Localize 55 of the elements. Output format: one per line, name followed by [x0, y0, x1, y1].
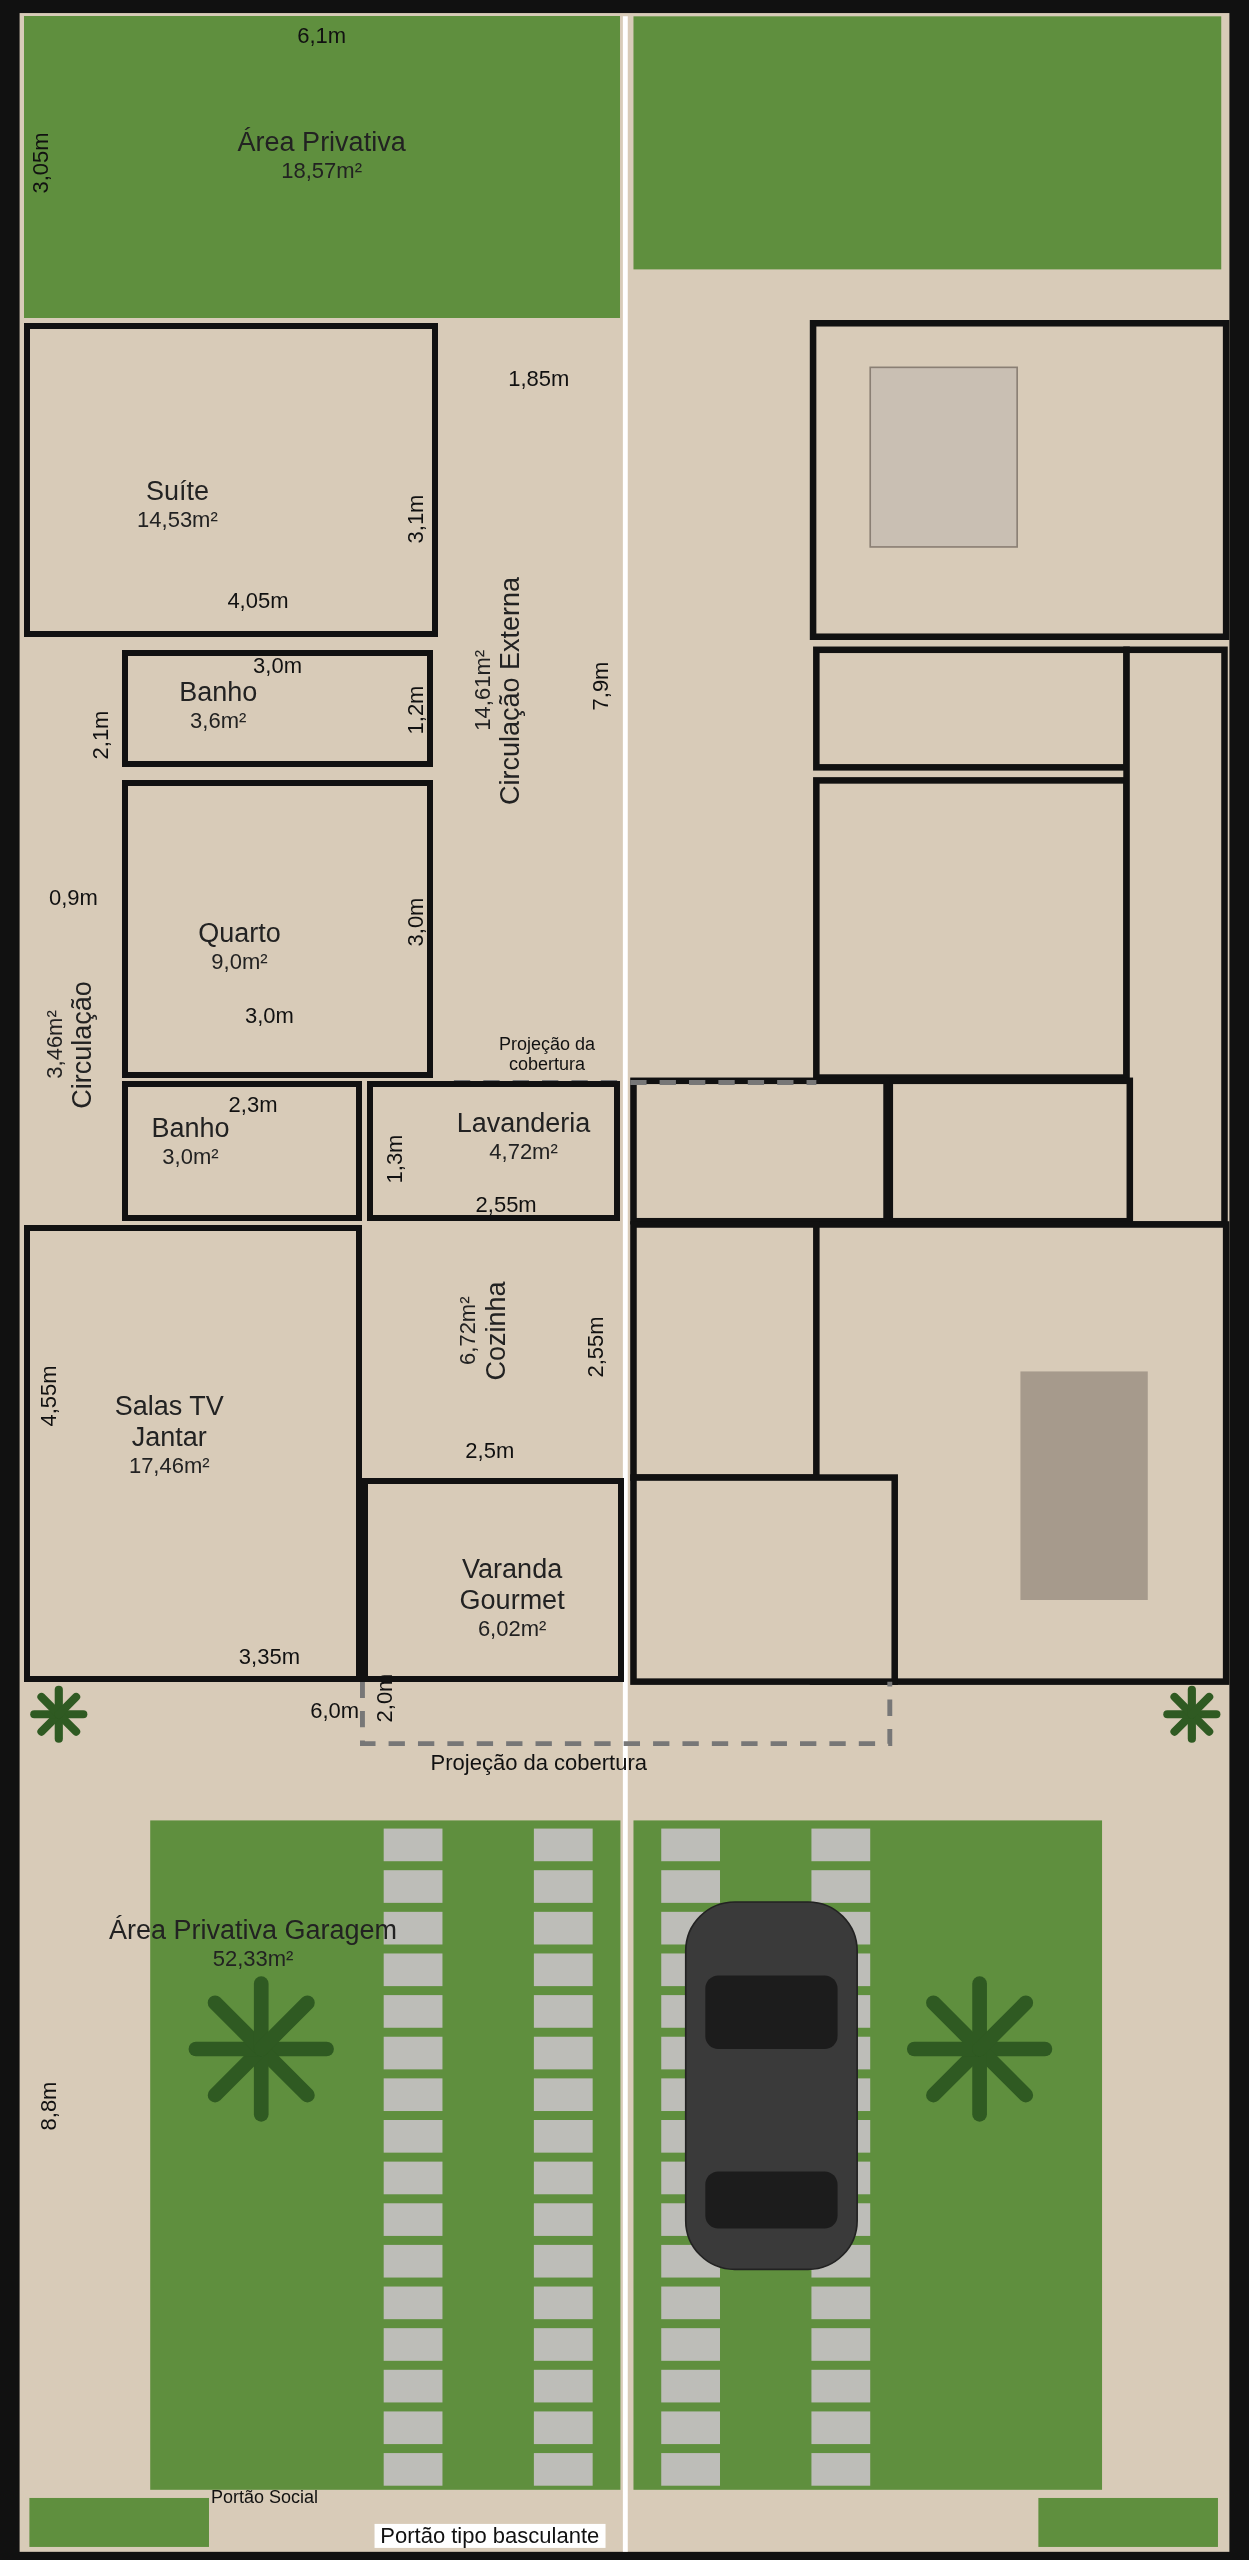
dimension-label: 2,5m: [465, 1439, 515, 1464]
area-label: 17,46m²: [128, 1453, 210, 1479]
area-label: 3,6m²: [190, 707, 247, 733]
room-name: Quarto: [198, 918, 281, 950]
dimension-label: 4,55m: [36, 1365, 62, 1427]
dimension-label: 3,0m: [404, 898, 429, 947]
dimension-label: 1,3m: [383, 1134, 408, 1184]
area-label: 52,33m²: [212, 1945, 294, 1972]
room-name: Suíte: [145, 475, 209, 507]
room: [122, 1080, 363, 1222]
dimension-label: 0,9m: [49, 885, 98, 911]
dimension-label: 4,05m: [227, 588, 289, 613]
area-label: 9,0m²: [211, 949, 268, 975]
dimension-label: 1,2m: [404, 685, 429, 735]
dimension-label: 7,9m: [588, 661, 613, 711]
room-name: Banho: [179, 676, 258, 708]
dimension-label: 2,55m: [475, 1192, 537, 1217]
note-label: Portão Social: [209, 2488, 319, 2508]
area-label: 6,02m²: [477, 1616, 547, 1642]
room: [24, 323, 438, 637]
dimension-label: 1,85m: [508, 366, 570, 391]
room-name: Banho: [151, 1112, 230, 1144]
room: [367, 1080, 621, 1222]
area-label: 3,0m²: [162, 1143, 219, 1169]
dimension-label: 3,0m: [244, 1003, 294, 1028]
area-label: 18,57m²: [281, 157, 362, 184]
room-name: Circulação: [67, 981, 99, 1109]
note-label: Projeção da cobertura: [497, 1034, 596, 1075]
dimension-label: 2,3m: [228, 1093, 278, 1118]
room-name: Lavanderia: [456, 1107, 591, 1139]
room-name: Varanda Gourmet: [459, 1554, 565, 1617]
area-label: 6,72m²: [455, 1296, 481, 1365]
room-name: Salas TV Jantar: [113, 1390, 225, 1453]
room: [24, 1224, 363, 1682]
dimension-label: 3,1m: [404, 494, 429, 544]
note-label: Projeção da cobertura: [430, 1751, 647, 1776]
dimension-label: 6,1m: [297, 23, 347, 48]
room-name: Circulação Externa: [495, 576, 527, 805]
dimension-label: 6,0m: [310, 1698, 360, 1724]
note-label: Portão tipo basculante: [374, 2523, 606, 2548]
area-label: 4,72m²: [489, 1138, 558, 1164]
room: [122, 649, 433, 768]
dimension-label: 2,1m: [89, 710, 114, 760]
dimension-label: 2,55m: [583, 1316, 608, 1378]
room-name: Área Privativa: [237, 126, 406, 158]
dimension-label: 8,8m: [36, 2081, 62, 2131]
yard-area: [24, 16, 621, 319]
room-name: Cozinha: [480, 1281, 512, 1381]
area-label: 14,61m²: [469, 650, 496, 731]
dimension-label: 3,0m: [253, 654, 302, 679]
room: [122, 780, 433, 1078]
area-label: 14,53m²: [137, 506, 218, 533]
dimension-label: 3,35m: [238, 1645, 300, 1670]
area-label: 3,46m²: [42, 1010, 68, 1080]
dimension-label: 3,05m: [28, 132, 53, 194]
